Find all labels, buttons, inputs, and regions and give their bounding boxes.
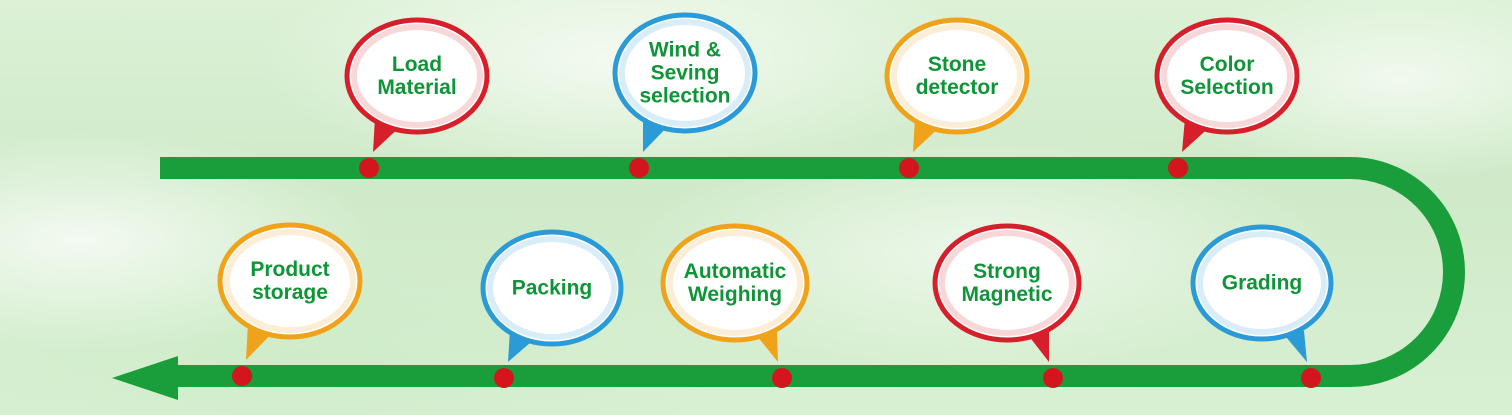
stage-label-grading: Grading <box>1221 271 1303 295</box>
bubble-ring <box>932 223 1082 343</box>
stage-label-stone-detector: Stone detector <box>915 53 999 99</box>
stage-label-wind-seving-selection: Wind & Seving selection <box>639 38 731 108</box>
stage-dot-strong-magnetic <box>1043 368 1063 388</box>
stage-dots <box>232 158 1321 388</box>
bubble-inner-glow <box>667 230 803 336</box>
stage-bubble-packing <box>480 229 624 362</box>
stage-bubble-strong-magnetic <box>932 223 1082 362</box>
stage-bubble-automatic-weighing <box>660 223 810 362</box>
bubble-ring <box>480 229 624 347</box>
stage-dot-load-material <box>359 158 379 178</box>
stage-dot-grading <box>1301 368 1321 388</box>
bubble-inner-glow <box>619 19 751 127</box>
stage-dot-automatic-weighing <box>772 368 792 388</box>
stage-bubble-wind-seving-selection <box>612 12 758 152</box>
stage-bubble-color-selection <box>1154 17 1300 152</box>
stage-label-strong-magnetic: Strong Magnetic <box>961 260 1053 306</box>
stage-label-automatic-weighing: Automatic Weighing <box>683 260 787 306</box>
flow-arrowhead <box>112 356 178 400</box>
stage-bubble-stone-detector <box>884 17 1030 152</box>
bubble-inner-glow <box>224 229 356 333</box>
bubble-ring <box>1190 224 1334 342</box>
bubble-ring <box>217 222 363 340</box>
bubble-ring <box>660 223 810 343</box>
stage-bubble-product-storage <box>217 222 363 360</box>
stage-dot-product-storage <box>232 366 252 386</box>
stage-dot-color-selection <box>1168 158 1188 178</box>
stage-bubble-load-material <box>344 17 490 152</box>
stage-bubbles <box>217 12 1334 362</box>
stage-dot-stone-detector <box>899 158 919 178</box>
flow-track <box>160 157 1465 387</box>
bubble-ring <box>344 17 490 135</box>
stage-dot-packing <box>494 368 514 388</box>
stage-bubble-grading <box>1190 224 1334 362</box>
bubble-inner-glow <box>891 24 1023 128</box>
bubble-inner-glow <box>939 230 1075 336</box>
bubble-inner-glow <box>1161 24 1293 128</box>
stage-label-load-material: Load Material <box>377 53 457 99</box>
bubble-inner-glow <box>487 236 617 340</box>
stage-label-color-selection: Color Selection <box>1180 53 1274 99</box>
bubble-inner-glow <box>351 24 483 128</box>
bubble-ring <box>1154 17 1300 135</box>
bubble-inner-glow <box>1197 231 1327 335</box>
stage-label-packing: Packing <box>511 276 593 300</box>
bubble-ring <box>612 12 758 134</box>
bubble-ring <box>884 17 1030 135</box>
stage-dot-wind-seving-selection <box>629 158 649 178</box>
stage-label-product-storage: Product storage <box>250 258 330 304</box>
